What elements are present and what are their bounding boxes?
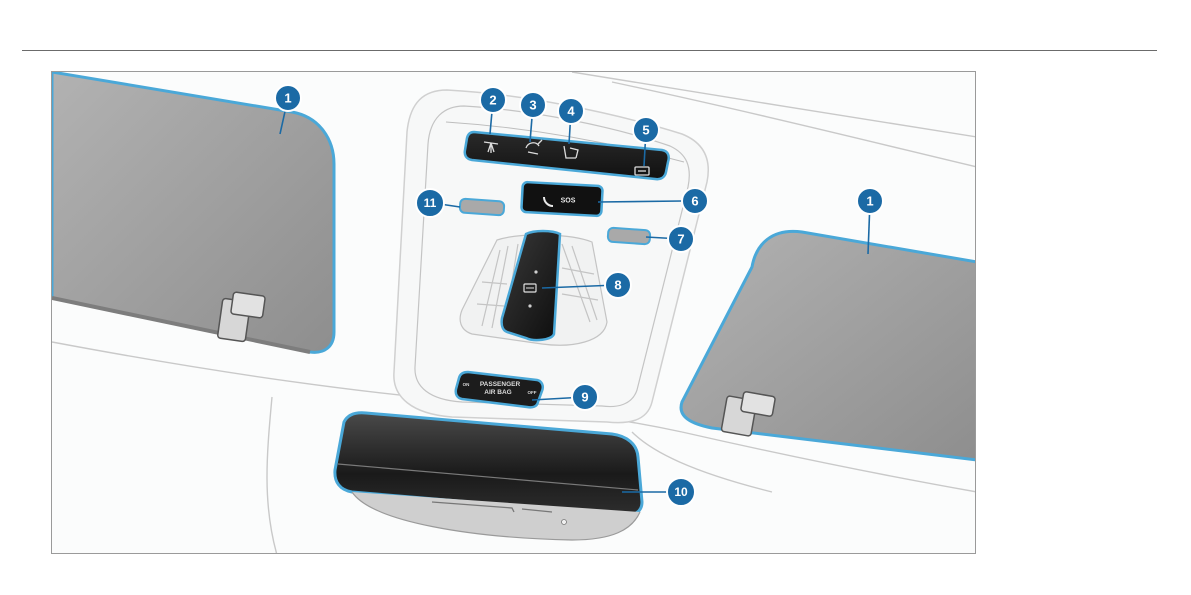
svg-text:9: 9 (581, 390, 588, 405)
airbag-text-line2: AIR BAG (484, 389, 511, 396)
svg-text:2: 2 (489, 93, 496, 108)
right-side-button[interactable] (608, 228, 651, 245)
airbag-text-line1: PASSENGER (480, 381, 521, 388)
sun-visor-right[interactable] (681, 231, 976, 460)
callout-7: 7 (668, 226, 694, 252)
callout-9: 9 (572, 384, 598, 410)
airbag-off-label: OFF (528, 390, 537, 395)
callout-6: 6 (682, 188, 708, 214)
callout-4: 4 (558, 98, 584, 124)
glasses-compartment[interactable] (335, 413, 642, 540)
overhead-panel-illustration: SOS PASSENGER AIR BAG ON OFF (52, 72, 976, 554)
switch-dot-upper (534, 270, 537, 273)
callout-1-right: 1 (857, 188, 883, 214)
svg-text:4: 4 (567, 104, 575, 119)
callout-10: 10 (667, 478, 695, 506)
callout-8: 8 (605, 272, 631, 298)
overhead-control-panel-figure: SOS PASSENGER AIR BAG ON OFF (51, 71, 976, 554)
sos-label: SOS (561, 198, 576, 205)
svg-text:1: 1 (284, 91, 291, 106)
switch-dot-lower (528, 304, 531, 307)
sun-visor-left[interactable] (52, 72, 334, 352)
svg-text:3: 3 (529, 98, 536, 113)
svg-text:10: 10 (674, 485, 688, 499)
callout-1-left: 1 (275, 85, 301, 111)
svg-text:7: 7 (677, 232, 684, 247)
left-side-button[interactable] (460, 198, 505, 215)
svg-text:1: 1 (866, 194, 873, 209)
svg-text:11: 11 (424, 196, 437, 210)
callout-3: 3 (520, 92, 546, 118)
callout-5: 5 (633, 117, 659, 143)
airbag-on-label: ON (463, 382, 470, 387)
header-rule (22, 50, 1157, 51)
sos-button[interactable]: SOS (521, 182, 602, 216)
callout-2: 2 (480, 87, 506, 113)
compartment-indicator-dot (562, 520, 567, 525)
svg-text:5: 5 (642, 123, 649, 138)
svg-text:6: 6 (691, 194, 698, 209)
callout-11: 11 (416, 189, 444, 217)
svg-text:8: 8 (614, 278, 621, 293)
